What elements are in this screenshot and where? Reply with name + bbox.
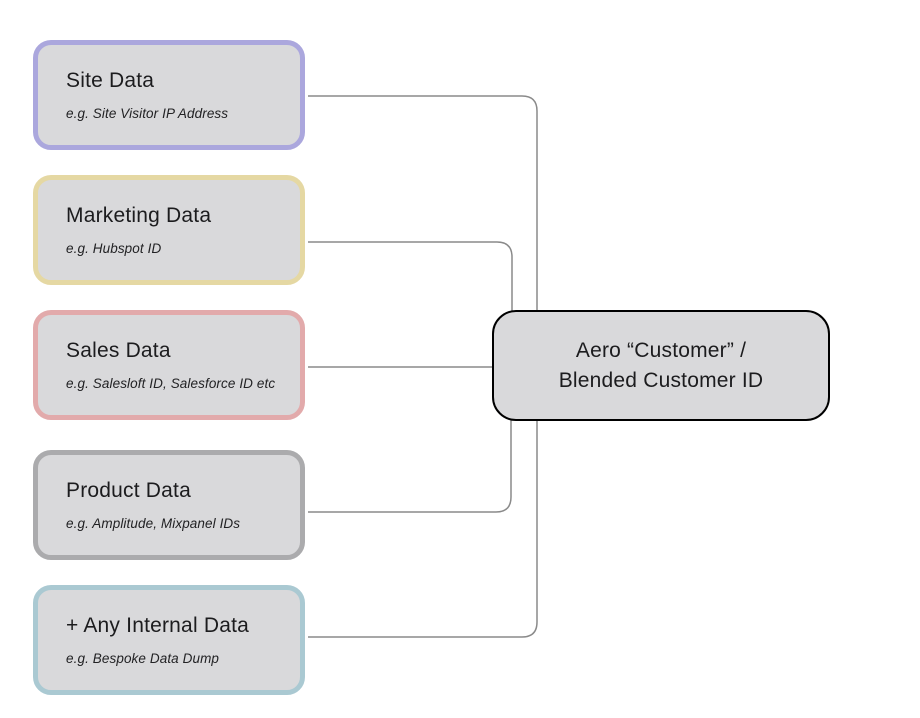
source-title: Marketing Data <box>66 203 212 227</box>
source-box-marketing-data: Marketing Data e.g. Hubspot ID <box>33 175 305 285</box>
source-example: e.g. Hubspot ID <box>66 241 162 257</box>
target-title-line1: Aero “Customer” / <box>575 338 747 362</box>
target-box-blended-customer-id: Aero “Customer” / Blended Customer ID <box>492 310 830 421</box>
source-title: Sales Data <box>66 338 171 362</box>
source-title: Product Data <box>66 478 191 502</box>
source-example: e.g. Site Visitor IP Address <box>66 106 229 122</box>
source-example: e.g. Amplitude, Mixpanel IDs <box>66 516 241 532</box>
source-title: + Any Internal Data <box>66 613 249 637</box>
source-title: Site Data <box>66 68 155 92</box>
source-box-product-data: Product Data e.g. Amplitude, Mixpanel ID… <box>33 450 305 560</box>
connector-any-internal-data <box>308 420 538 638</box>
source-box-any-internal-data: + Any Internal Data e.g. Bespoke Data Du… <box>33 585 305 695</box>
source-example: e.g. Bespoke Data Dump <box>66 651 220 667</box>
source-example: e.g. Salesloft ID, Salesforce ID etc <box>66 376 276 392</box>
connector-marketing-data <box>308 241 513 311</box>
target-title-line2: Blended Customer ID <box>558 368 764 392</box>
connector-product-data <box>308 420 512 513</box>
source-box-site-data: Site Data e.g. Site Visitor IP Address <box>33 40 305 150</box>
source-box-sales-data: Sales Data e.g. Salesloft ID, Salesforce… <box>33 310 305 420</box>
connector-site-data <box>308 95 538 311</box>
